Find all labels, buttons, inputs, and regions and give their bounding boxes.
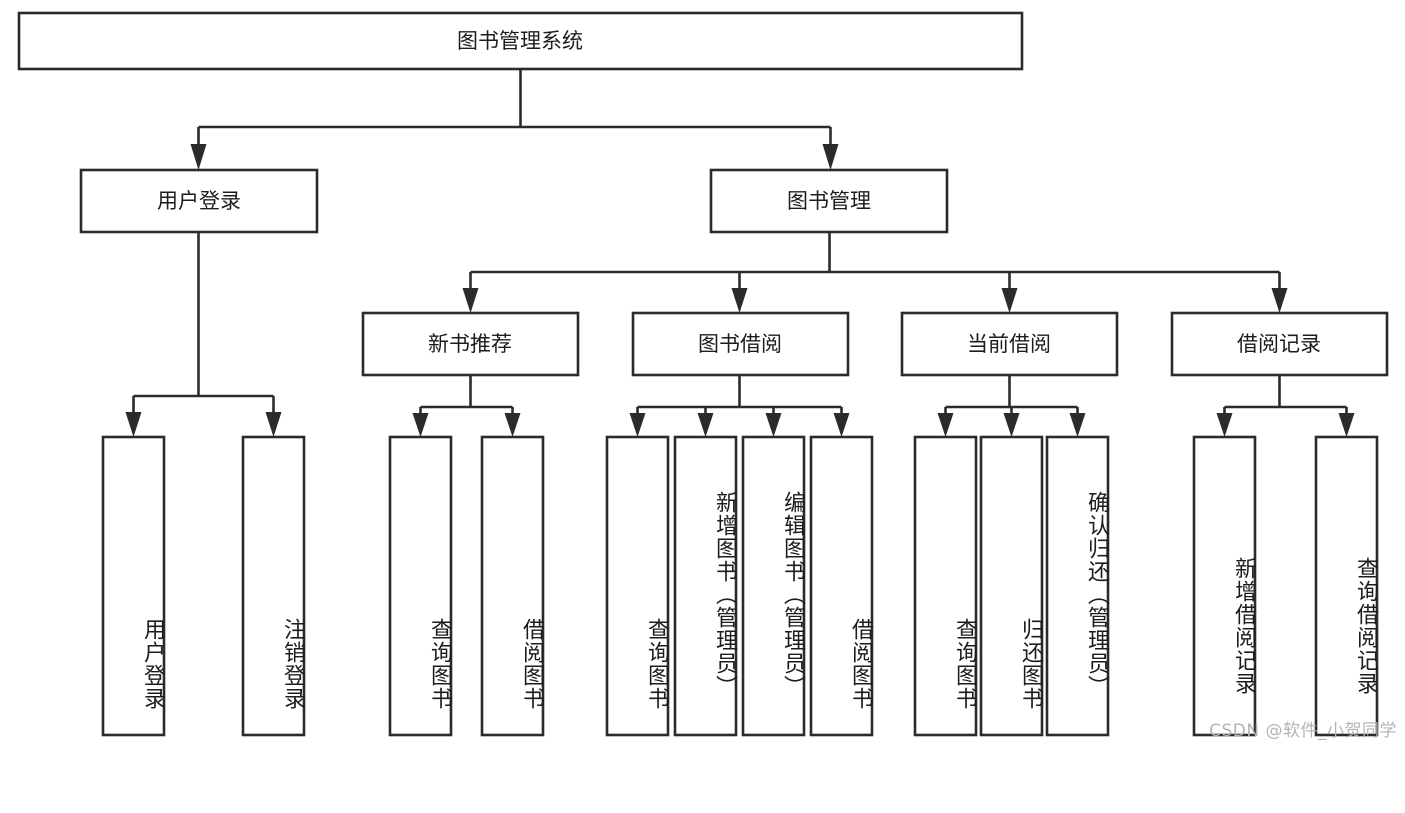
leaf-box-query-book-2[interactable] — [605, 435, 670, 737]
arrow-head-icon — [629, 413, 646, 437]
leaf-box-user-login[interactable] — [101, 435, 166, 737]
arrow-head-icon — [731, 288, 748, 313]
arrow-head-icon — [1003, 413, 1020, 437]
node-book-borrow-label: 图书借阅 — [698, 332, 782, 356]
leaf-box-borrow-book-1[interactable] — [480, 435, 545, 737]
arrow-head-icon — [1001, 288, 1018, 313]
leaf-box-add-book[interactable] — [673, 435, 738, 737]
flowchart-canvas: 图书管理系统 用户登录 图书管理 — [17, 11, 1397, 741]
arrow-head-icon — [1216, 413, 1233, 437]
leaf-box-add-record[interactable] — [1192, 435, 1257, 737]
node-new-book-recommend-label: 新书推荐 — [428, 332, 512, 356]
node-root-box — [17, 11, 1024, 71]
arrow-head-icon — [697, 413, 714, 437]
arrow-head-icon — [822, 144, 839, 170]
node-book-borrow[interactable]: 图书借阅 — [631, 311, 850, 377]
arrow-head-icon — [190, 144, 207, 170]
connector-current-borrow-to-leaves — [937, 375, 1086, 437]
leaf-box-query-book-3[interactable] — [913, 435, 978, 737]
node-borrow-record-label: 借阅记录 — [1237, 332, 1321, 356]
connector-book-manage-to-level3 — [462, 232, 1288, 313]
leaf-box-query-record[interactable] — [1314, 435, 1379, 737]
arrow-head-icon — [462, 288, 479, 313]
connector-borrow-record-to-leaves — [1216, 375, 1355, 437]
arrow-head-icon — [937, 413, 954, 437]
leaf-box-edit-book[interactable] — [741, 435, 806, 737]
node-borrow-record[interactable]: 借阅记录 — [1170, 311, 1389, 377]
node-user-login[interactable]: 用户登录 — [79, 168, 319, 234]
connector-root-to-level2 — [190, 69, 839, 170]
node-new-book-recommend-box — [361, 311, 580, 377]
arrow-head-icon — [1069, 413, 1086, 437]
leaf-boxes-group — [101, 435, 1379, 737]
node-book-manage-label: 图书管理 — [787, 189, 871, 213]
arrow-head-icon — [765, 413, 782, 437]
leaf-box-borrow-book-2[interactable] — [809, 435, 874, 737]
node-root[interactable]: 图书管理系统 — [17, 11, 1024, 71]
watermark-text: CSDN @软件_小贺同学 — [1209, 721, 1397, 741]
node-root-label: 图书管理系统 — [457, 29, 583, 53]
node-current-borrow-label: 当前借阅 — [967, 332, 1051, 356]
arrow-head-icon — [412, 413, 429, 437]
node-new-book-recommend[interactable]: 新书推荐 — [361, 311, 580, 377]
leaf-box-logout-login[interactable] — [241, 435, 306, 737]
leaf-box-return-book[interactable] — [979, 435, 1044, 737]
connector-new-book-recommend-to-leaves — [412, 375, 521, 437]
arrow-head-icon — [265, 412, 282, 437]
arrow-head-icon — [1338, 413, 1355, 437]
leaf-box-confirm-return[interactable] — [1045, 435, 1110, 737]
arrow-head-icon — [504, 413, 521, 437]
leaf-box-query-book-1[interactable] — [388, 435, 453, 737]
node-user-login-box — [79, 168, 319, 234]
node-current-borrow[interactable]: 当前借阅 — [900, 311, 1119, 377]
arrow-head-icon — [125, 412, 142, 437]
flowchart-svg: 图书管理系统 用户登录 图书管理 — [17, 11, 1389, 737]
node-current-borrow-box — [900, 311, 1119, 377]
connector-book-borrow-to-leaves — [629, 375, 850, 437]
connector-user-login-to-leaves — [125, 232, 282, 437]
node-user-login-label: 用户登录 — [157, 189, 241, 213]
node-book-manage[interactable]: 图书管理 — [709, 168, 949, 234]
arrow-head-icon — [1271, 288, 1288, 313]
arrow-head-icon — [833, 413, 850, 437]
